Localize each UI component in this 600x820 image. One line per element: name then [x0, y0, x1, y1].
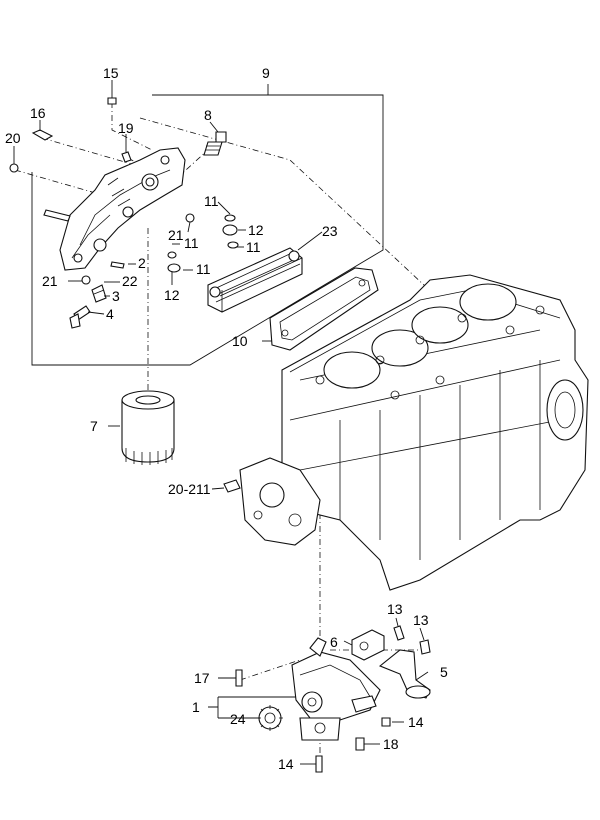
callout-11-right: 11 [246, 239, 261, 255]
callout-21-lower: 21 [42, 273, 58, 289]
callout-9: 9 [262, 65, 270, 81]
callout-13-left: 13 [387, 601, 403, 617]
callout-15: 15 [103, 65, 119, 81]
callout-16: 16 [30, 105, 46, 121]
callout-22: 22 [122, 273, 138, 289]
oil-strainer-tube [378, 649, 431, 699]
callout-5: 5 [440, 664, 448, 680]
callout-2: 2 [138, 255, 146, 271]
leader-lines [13, 80, 429, 765]
callout-20: 20 [5, 130, 21, 146]
callout-11-upper: 11 [204, 193, 219, 209]
callout-11-lower: 11 [196, 261, 211, 277]
callout-12-upper: 12 [248, 222, 264, 238]
pickup-bracket [351, 629, 385, 661]
cylinder-block [239, 274, 589, 591]
oil-pump-assembly [291, 637, 381, 741]
callout-14-bottom: 14 [278, 756, 294, 772]
callout-4: 4 [106, 306, 114, 322]
housing-fasteners [9, 97, 227, 329]
gasket [269, 267, 379, 351]
callout-8: 8 [204, 107, 212, 123]
callout-19: 19 [118, 120, 134, 136]
callout-23: 23 [322, 223, 338, 239]
oil-filter [121, 390, 175, 465]
callout-3: 3 [112, 288, 120, 304]
callout-21-upper: 21 [168, 227, 184, 243]
callout-20-211: 20-211 [168, 481, 211, 497]
callout-1: 1 [192, 699, 200, 715]
plug-20-211 [223, 479, 241, 493]
oil-cooler-housing [59, 147, 186, 271]
callout-14-right: 14 [408, 714, 424, 730]
pump-bolts [235, 625, 431, 773]
callout-6: 6 [330, 634, 338, 650]
callout-labels: 15 9 16 8 20 19 11 12 11 23 21 11 2 11 2… [5, 65, 448, 772]
callout-11-mid: 11 [184, 235, 199, 251]
callout-17: 17 [194, 670, 210, 686]
callout-13-right: 13 [413, 612, 429, 628]
assembly-9-frame [31, 84, 384, 366]
oil-cooler [207, 247, 303, 313]
callout-18: 18 [383, 736, 399, 752]
callout-10: 10 [232, 333, 248, 349]
callout-7: 7 [90, 418, 98, 434]
pump-drive-gear [257, 705, 283, 731]
o-rings [167, 214, 239, 273]
callout-12-lower: 12 [164, 287, 180, 303]
callout-24: 24 [230, 711, 246, 727]
